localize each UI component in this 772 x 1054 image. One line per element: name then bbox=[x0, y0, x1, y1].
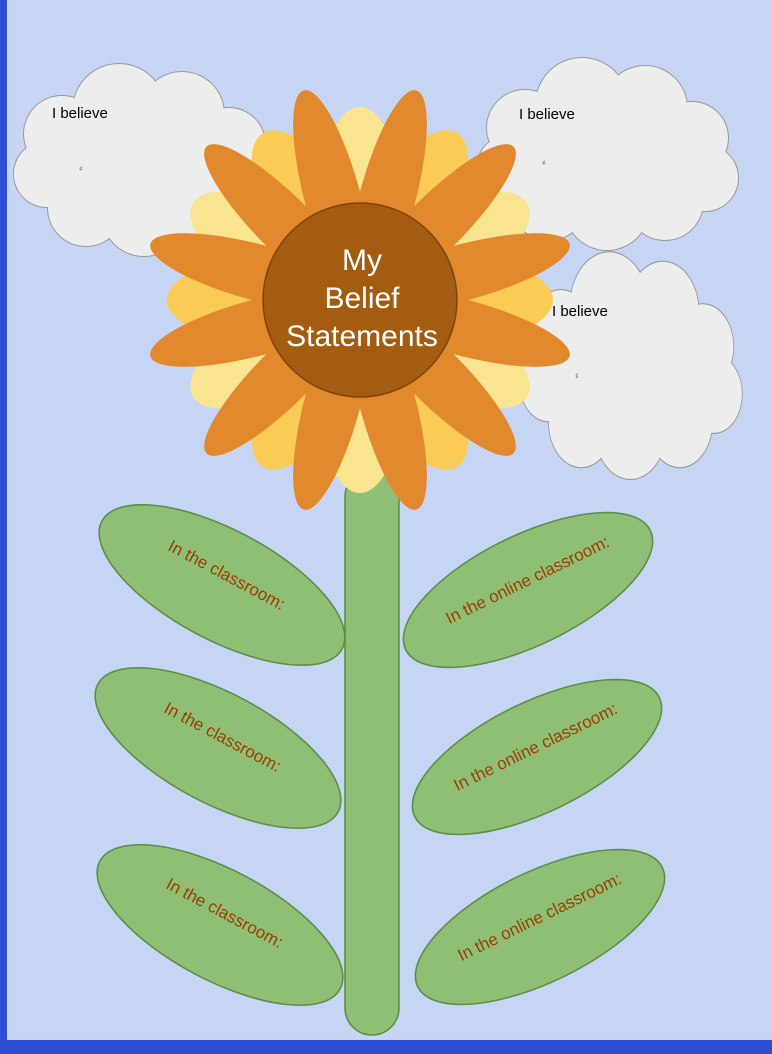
cloud-label-top-left[interactable]: I believe bbox=[52, 105, 108, 122]
flower-center-disc[interactable] bbox=[262, 202, 458, 398]
cloud-label-mid-right[interactable]: I believe bbox=[552, 303, 608, 320]
stem bbox=[344, 469, 400, 1036]
leaf-left-bottom[interactable] bbox=[74, 813, 366, 1038]
leaf-left-top[interactable] bbox=[76, 473, 368, 698]
leaf-right-top[interactable] bbox=[382, 481, 675, 699]
cloud-label-top-right[interactable]: I believe bbox=[519, 106, 575, 123]
cloud-mid-right[interactable] bbox=[518, 251, 744, 481]
leaf-right-bottom[interactable] bbox=[394, 818, 687, 1036]
flower-center-title[interactable]: My Belief Statements bbox=[286, 244, 438, 353]
leaf-right-middle[interactable] bbox=[391, 648, 684, 866]
leaf-left-middle[interactable] bbox=[72, 636, 364, 861]
